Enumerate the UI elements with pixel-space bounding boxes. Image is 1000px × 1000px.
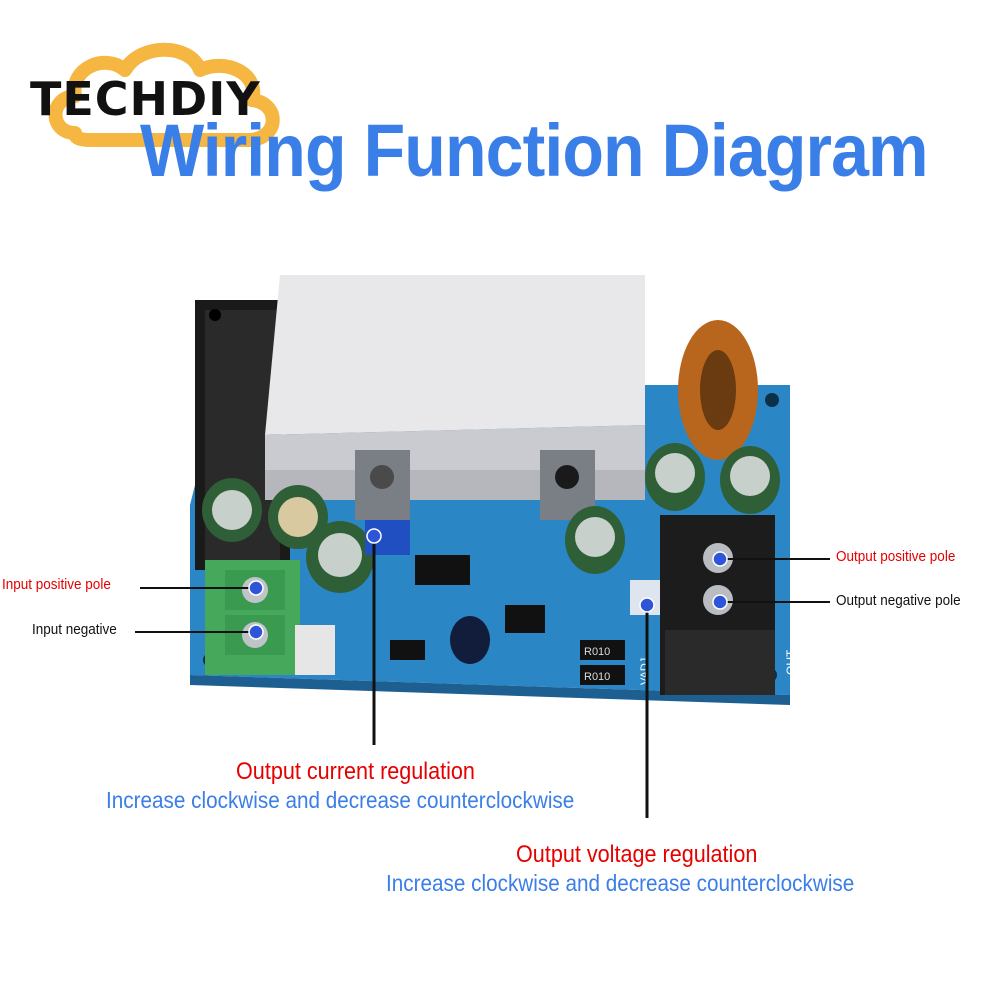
mosfet-screw — [555, 465, 579, 489]
resistor-label: R010 — [584, 646, 610, 658]
buck-converter-board: R010 R010 VADJ OUT- — [190, 275, 798, 705]
ic-chip — [390, 640, 425, 660]
voltage-regulation-title: Output voltage regulation — [516, 841, 758, 868]
logo-cloud-shape — [48, 42, 280, 147]
mosfet-screw — [370, 465, 394, 489]
terminal-screw — [242, 577, 268, 603]
toroid-inductor-core — [700, 350, 736, 430]
output-positive-label: Output positive pole — [836, 548, 956, 565]
voltage-regulation-description: Increase clockwise and decrease counterc… — [386, 870, 855, 896]
page-title: Wiring Function Diagram — [140, 109, 929, 192]
silkscreen-out: OUT- — [784, 646, 798, 675]
resistor-label: R010 — [584, 671, 610, 683]
jst-connector — [295, 625, 335, 675]
techdiy-logo — [48, 42, 280, 147]
input-positive-label: Input positive pole — [2, 576, 111, 593]
ic-chip — [505, 605, 545, 633]
current-potentiometer — [365, 520, 410, 555]
capacitor-top — [318, 533, 362, 577]
capacitor — [450, 616, 490, 664]
ic-chip — [415, 555, 470, 585]
heat-sink — [265, 275, 645, 435]
output-terminal-lower — [665, 630, 775, 695]
current-regulation-title: Output current regulation — [236, 758, 475, 785]
capacitor-top — [212, 490, 252, 530]
fan-screw — [209, 309, 221, 321]
input-negative-label: Input negative — [32, 621, 117, 638]
logo-text: TECHDIY — [30, 72, 261, 126]
shunt-resistor — [580, 640, 625, 660]
terminal-screw — [703, 543, 733, 573]
silkscreen-vadj: VADJ — [639, 658, 651, 685]
terminal-screw — [242, 622, 268, 648]
capacitor-top — [730, 456, 770, 496]
mounting-hole — [765, 393, 779, 407]
capacitor-top — [278, 497, 318, 537]
terminal-screw — [703, 585, 733, 615]
voltage-potentiometer — [630, 580, 665, 615]
shunt-resistor — [580, 665, 625, 685]
current-regulation-description: Increase clockwise and decrease counterc… — [106, 787, 575, 813]
capacitor-top — [655, 453, 695, 493]
capacitor-top — [575, 517, 615, 557]
capacitors — [202, 443, 780, 664]
output-negative-label: Output negative pole — [836, 592, 961, 609]
pcb-edge — [190, 675, 790, 705]
